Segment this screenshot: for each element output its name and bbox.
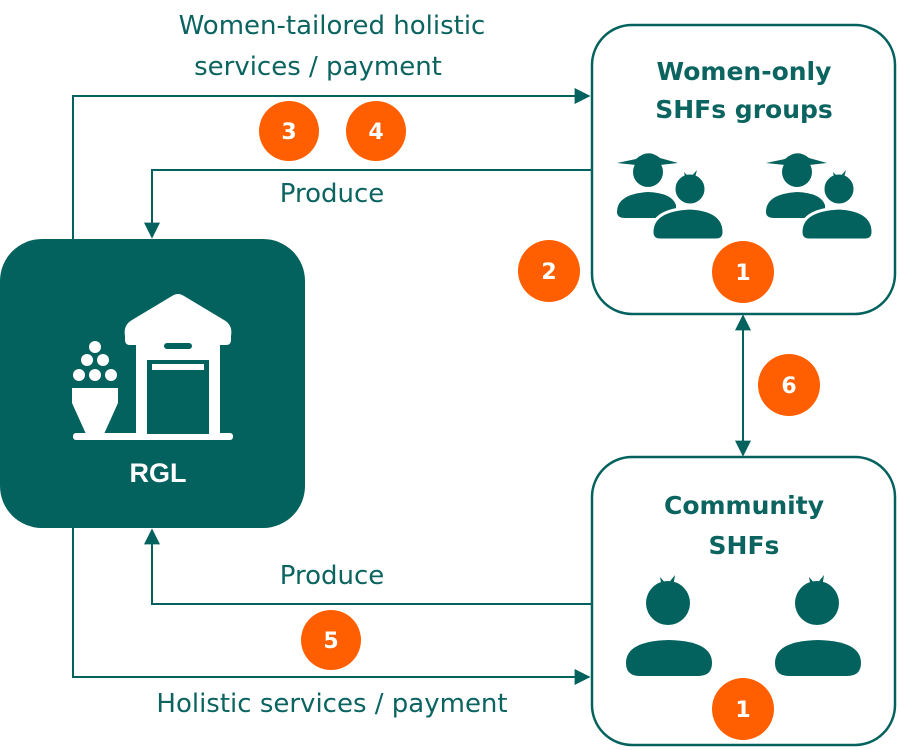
farmer-person-icon — [775, 575, 861, 676]
flow-top-services-arrow — [72, 88, 591, 239]
community-title-line2: SHFs — [709, 531, 780, 560]
bottom-services-label: Holistic services / payment — [156, 689, 507, 719]
community-title-line1: Community — [664, 491, 824, 520]
svg-text:1: 1 — [735, 698, 750, 723]
top-services-label-line1: Women-tailored holistic — [179, 11, 486, 41]
flow-bottom-produce-arrow — [144, 528, 591, 605]
flow-top-produce-arrow — [144, 169, 591, 239]
flow-bottom-services-arrow — [72, 528, 591, 685]
top-produce-label: Produce — [280, 179, 385, 209]
badge-2: 2 — [518, 240, 580, 302]
svg-text:2: 2 — [541, 260, 556, 285]
badge-1-women: 1 — [712, 241, 774, 303]
svg-text:3: 3 — [281, 120, 296, 145]
women-group-title-line2: SHFs groups — [655, 95, 833, 124]
farmer-person-icon — [626, 575, 712, 676]
rgl-label: RGL — [130, 458, 187, 488]
svg-text:5: 5 — [323, 629, 338, 654]
community-shf-node: Community SHFs 1 — [590, 455, 897, 747]
women-farmer-group-icon — [766, 153, 875, 242]
badge-6: 6 — [758, 354, 820, 416]
women-shf-group-node: Women-only SHFs groups 1 — [590, 23, 897, 316]
rgl-node: RGL — [0, 239, 305, 528]
svg-text:4: 4 — [368, 120, 383, 145]
women-group-title-line1: Women-only — [657, 57, 832, 86]
bottom-produce-label: Produce — [280, 561, 385, 591]
women-farmer-group-icon — [617, 153, 726, 242]
badge-1-community: 1 — [712, 678, 774, 740]
badge-3: 3 — [259, 101, 319, 161]
svg-text:1: 1 — [735, 261, 750, 286]
badge-4: 4 — [346, 101, 406, 161]
top-services-label-line2: services / payment — [194, 52, 442, 82]
svg-text:6: 6 — [781, 374, 796, 399]
badge-5: 5 — [301, 610, 361, 670]
